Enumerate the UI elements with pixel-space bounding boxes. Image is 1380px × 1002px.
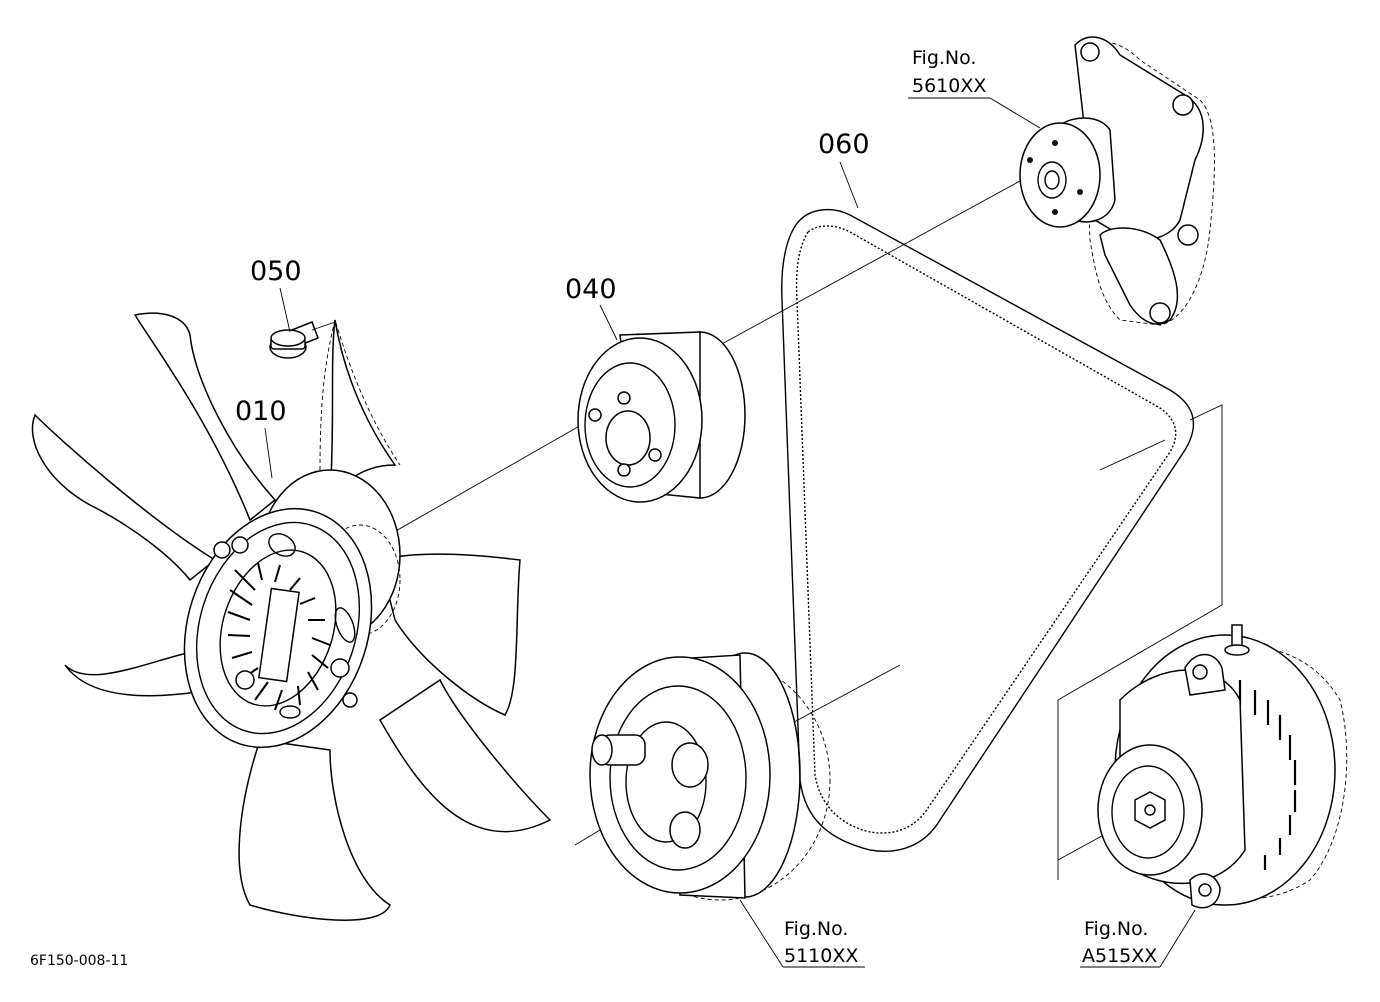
water-pump [989, 36, 1215, 326]
fan-blade [31, 413, 217, 582]
ref-caption-alternator: Fig.No. [1084, 918, 1148, 940]
fan-clutch-core [219, 549, 337, 707]
crank-pulley [589, 652, 831, 901]
part-label-belt: 060 [818, 129, 870, 160]
ref-number-alternator: A515XX [1082, 945, 1157, 967]
alternator [1097, 624, 1348, 909]
fan-clutch-rim [195, 521, 361, 735]
ref-number-water-pump: 5610XX [912, 75, 986, 97]
fan-blade [379, 678, 552, 833]
fan-assembly [31, 312, 552, 921]
ref-caption-water-pump: Fig.No. [912, 47, 976, 69]
part-label-bolt: 050 [250, 256, 302, 287]
fan-blade [133, 312, 277, 522]
fan-blade [329, 319, 397, 503]
fan-blade [379, 553, 521, 716]
leader-lines [264, 97, 1196, 968]
fan-pulley [577, 331, 746, 503]
part-label-fan: 010 [235, 396, 287, 427]
drawing-code: 6F150-008-11 [30, 953, 128, 969]
v-belt [781, 208, 1195, 852]
ref-number-crank-pulley: 5110XX [784, 945, 858, 967]
part-label-pulley: 040 [565, 274, 617, 305]
fan-clutch-bar [258, 587, 300, 683]
fan-blade [319, 318, 401, 471]
ref-caption-crank-pulley: Fig.No. [784, 918, 848, 940]
fan-plate-bosses [213, 533, 358, 719]
bolt [269, 321, 336, 359]
fan-blade [238, 739, 391, 921]
fan-blade [64, 649, 211, 697]
